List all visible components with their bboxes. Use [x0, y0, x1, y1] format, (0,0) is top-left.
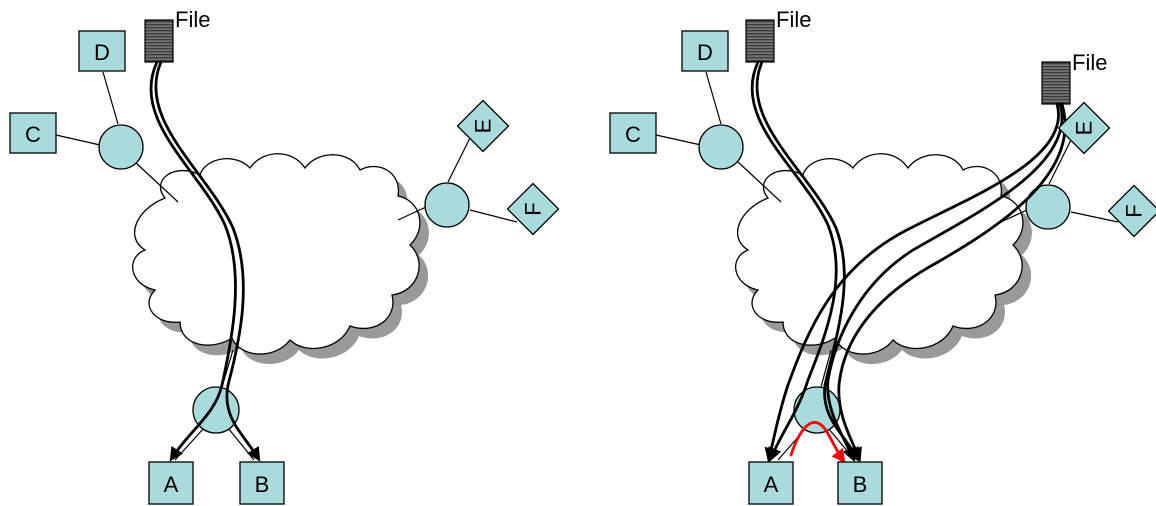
cloud-network [132, 153, 429, 365]
node-f [506, 182, 560, 236]
node-e-label: E [471, 119, 496, 134]
link-router-ef-cloud [397, 206, 427, 221]
download-path-file2-to-b [826, 102, 1064, 462]
right-panel: File File D C E F A B [609, 7, 1156, 505]
node-f-label: F [1122, 204, 1147, 217]
link-c-router [655, 134, 702, 146]
link-e-router [447, 137, 471, 183]
router-cd [698, 124, 744, 170]
link-cloud-router-ab [820, 349, 832, 388]
node-a-label: A [164, 472, 179, 497]
node-e [456, 99, 510, 153]
node-b [837, 461, 883, 505]
link-d-router [102, 71, 119, 125]
node-d [681, 30, 729, 72]
node-b-label: B [853, 472, 868, 497]
local-transfer-a-to-b [789, 421, 846, 464]
node-d-label: D [697, 40, 713, 65]
node-d [78, 30, 126, 72]
download-path-file2-to-b-alt [837, 102, 1067, 462]
router-ef [1025, 184, 1071, 230]
download-path-file1-to-a [750, 60, 838, 462]
node-f [1107, 184, 1156, 238]
node-e [1057, 101, 1111, 155]
file-label: File [776, 7, 811, 32]
download-path-to-b [154, 60, 261, 462]
link-f-router [469, 209, 518, 223]
router-ef [424, 182, 470, 228]
node-c [609, 112, 657, 154]
node-d-label: D [94, 40, 110, 65]
router-ab [793, 386, 841, 434]
link-router-a [174, 427, 205, 461]
download-path-to-a [149, 60, 237, 462]
link-c-router [55, 134, 101, 146]
link-router-cloud [737, 161, 782, 203]
router-ab [192, 386, 240, 434]
node-a-label: A [764, 472, 779, 497]
link-f-router [1070, 211, 1119, 223]
node-c-label: C [25, 122, 41, 147]
router-cd [98, 124, 144, 170]
node-e-label: E [1072, 121, 1097, 136]
file-label: File [175, 7, 210, 32]
node-f-label: F [521, 202, 546, 215]
left-panel: File D C E F A B [9, 7, 560, 505]
link-router-ef-cloud [1000, 208, 1030, 223]
node-b-label: B [255, 472, 270, 497]
link-e-router [1048, 139, 1072, 185]
cloud-network [735, 153, 1032, 365]
file-icon-2 [1041, 61, 1071, 105]
file-icon [745, 19, 775, 63]
node-c-label: C [625, 122, 641, 147]
link-router-cloud [134, 161, 179, 203]
file-icon [144, 19, 174, 63]
download-path-file2-to-a [764, 102, 1060, 463]
node-a [148, 461, 194, 505]
link-d-router [705, 71, 722, 125]
node-c [9, 112, 57, 154]
node-b [239, 461, 285, 505]
node-a [748, 461, 794, 505]
file-label-2: File [1072, 50, 1107, 75]
